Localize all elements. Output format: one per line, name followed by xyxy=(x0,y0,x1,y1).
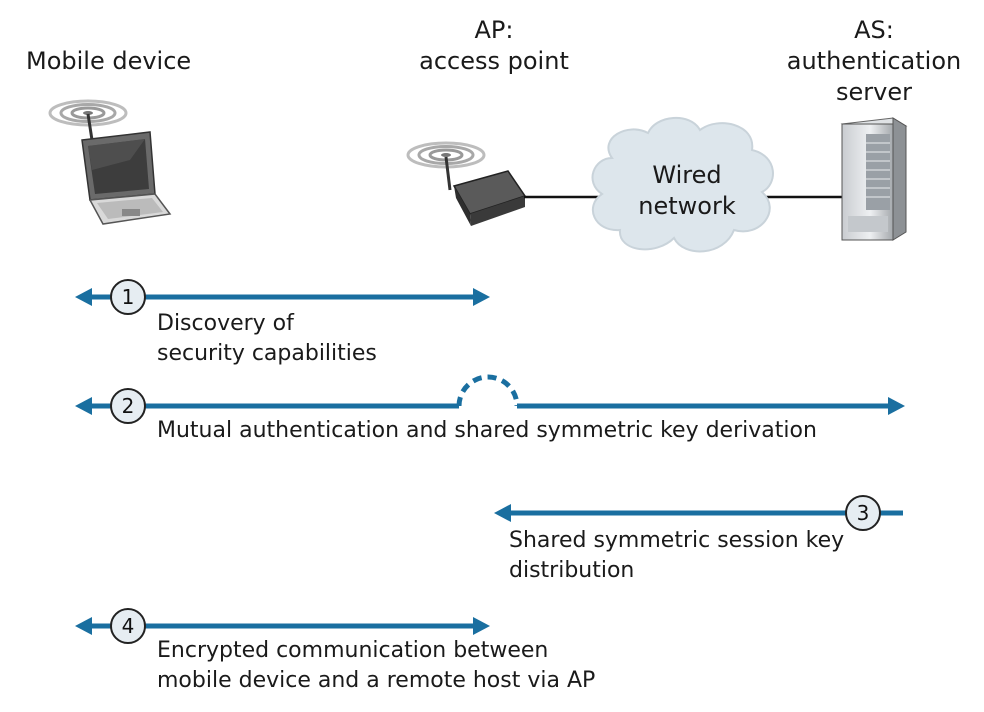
step-1-caption-line2: security capabilities xyxy=(157,341,377,366)
step-2-badge: 2 xyxy=(110,388,146,424)
step-1-badge: 1 xyxy=(110,279,146,315)
step-4-badge: 4 xyxy=(110,608,146,644)
step-3-caption-line1: Shared symmetric session key xyxy=(509,528,845,553)
laptop-icon xyxy=(48,99,172,225)
cloud-label-line1: Wired xyxy=(652,161,722,189)
mobile-device-label: Mobile device xyxy=(26,47,192,75)
step-1-caption: Discovery of security capabilities xyxy=(157,309,377,369)
step-4-caption-line2: mobile device and a remote host via AP xyxy=(157,668,596,693)
as-label: AS: authentication server xyxy=(764,15,984,108)
cloud-label-line2: network xyxy=(638,192,736,220)
step-3-badge: 3 xyxy=(845,495,881,531)
step-1-caption-line1: Discovery of xyxy=(157,311,294,336)
ap-label-line2: access point xyxy=(419,47,569,75)
step-4-arrow xyxy=(75,617,490,635)
step-2-caption-line1: Mutual authentication and shared symmetr… xyxy=(157,418,817,443)
wired-network-label: Wired network xyxy=(607,160,767,222)
step-2-arrow xyxy=(75,374,905,415)
ap-label-line1: AP: xyxy=(474,16,514,44)
step-4-caption-line1: Encrypted communication between xyxy=(157,638,549,663)
step-3-caption: Shared symmetric session key distributio… xyxy=(509,526,844,586)
step-3-caption-line2: distribution xyxy=(509,558,635,583)
ap-label: AP: access point xyxy=(394,15,594,77)
access-point-icon xyxy=(406,141,527,226)
server-icon xyxy=(840,117,908,241)
step-2-caption: Mutual authentication and shared symmetr… xyxy=(157,416,817,446)
wired-network-cloud xyxy=(591,116,774,253)
as-label-line3: server xyxy=(836,78,912,106)
step-3-arrow xyxy=(494,504,903,522)
step-1-arrow xyxy=(75,288,490,306)
as-label-line1: AS: xyxy=(854,16,894,44)
step-4-caption: Encrypted communication between mobile d… xyxy=(157,636,595,696)
as-label-line2: authentication xyxy=(786,47,962,75)
